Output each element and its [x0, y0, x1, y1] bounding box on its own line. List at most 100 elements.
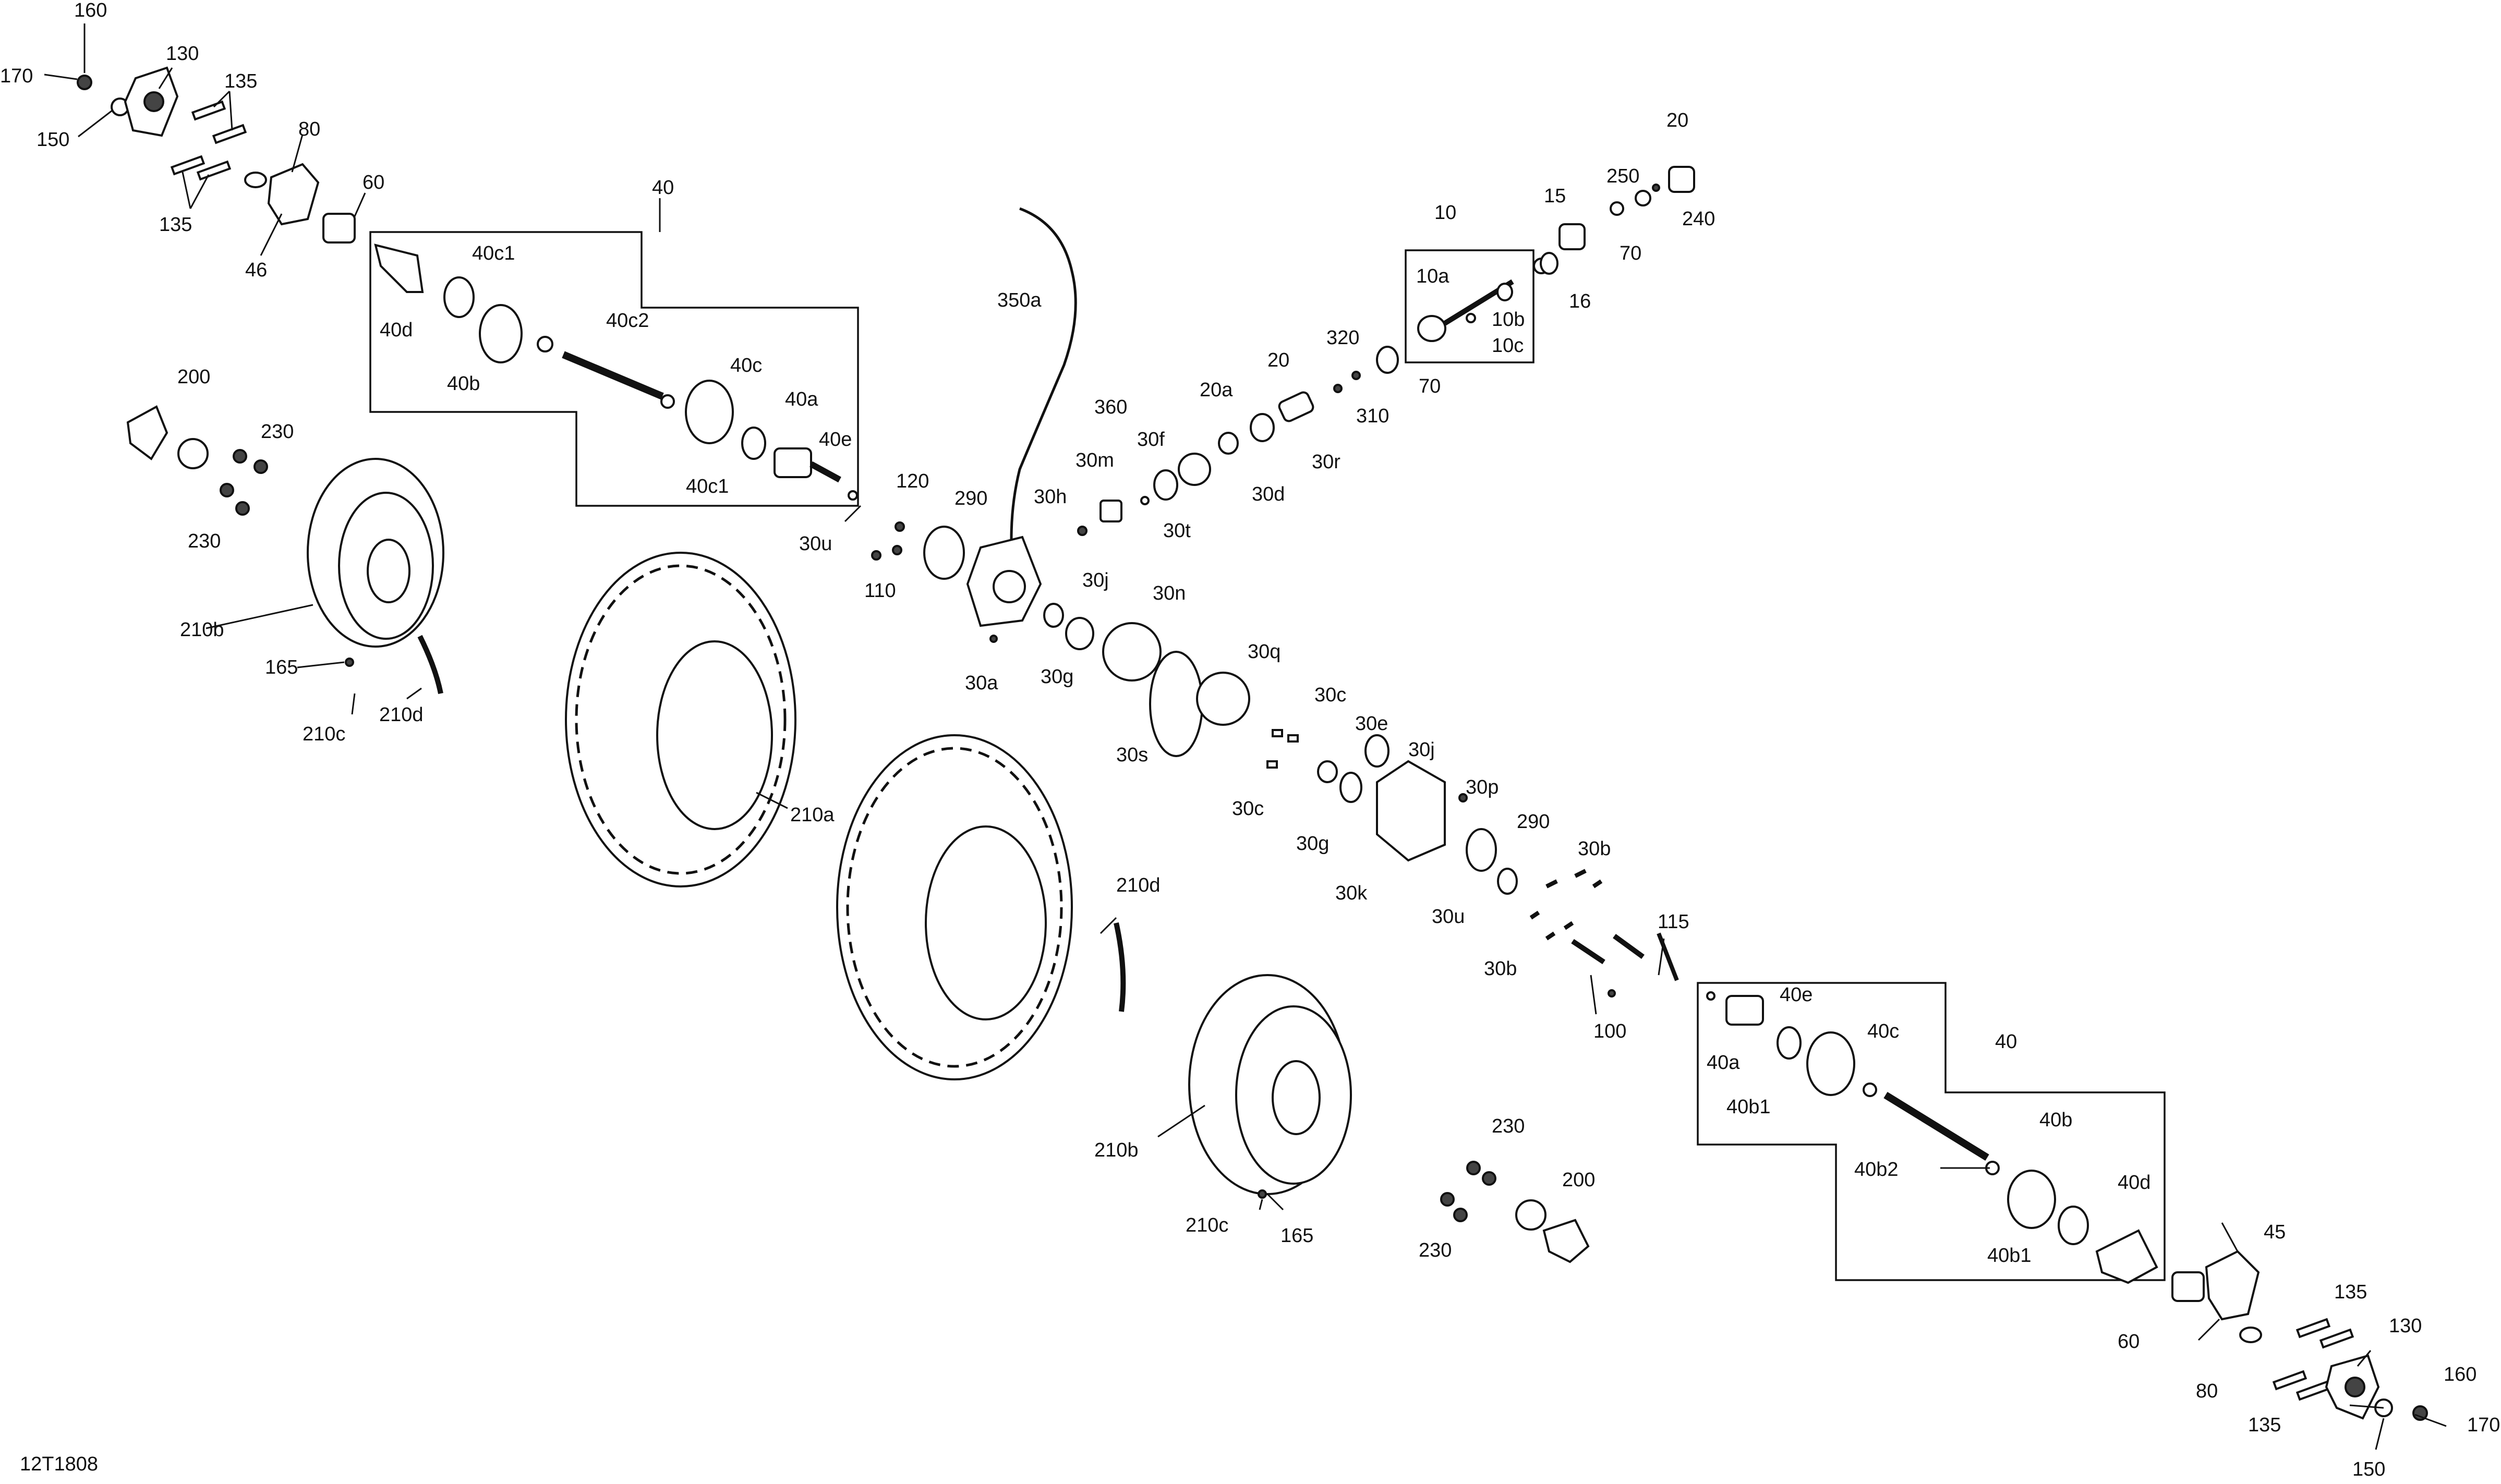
callout-165: 165	[265, 656, 298, 678]
callout-165: 165	[1280, 1225, 1313, 1247]
callout-30b: 30b	[1578, 838, 1611, 860]
callout-30c: 30c	[1314, 684, 1346, 706]
callout-310: 310	[1356, 405, 1389, 427]
bearing-kit-parts	[1417, 166, 1695, 342]
driveshaft-kit-box-top	[369, 231, 859, 507]
callout-150: 150	[37, 129, 69, 151]
callout-210b: 210b	[1094, 1139, 1139, 1161]
callout-130: 130	[2389, 1315, 2422, 1337]
callout-40c: 40c	[1867, 1020, 1899, 1042]
driveshaft-parts-bottom	[1706, 991, 2158, 1284]
callout-210d: 210d	[1116, 874, 1161, 896]
callout-160: 160	[2444, 1364, 2476, 1385]
callout-30u: 30u	[799, 533, 832, 555]
callout-30m: 30m	[1076, 449, 1114, 471]
callout-40b: 40b	[447, 373, 480, 395]
callout-150: 150	[2352, 1458, 2385, 1480]
callout-210a: 210a	[790, 804, 835, 826]
callout-240: 240	[1682, 208, 1715, 230]
callout-80: 80	[2196, 1380, 2218, 1402]
callout-10: 10	[1434, 202, 1456, 224]
callout-230: 230	[188, 530, 221, 552]
callout-30g: 30g	[1296, 833, 1329, 855]
callout-160: 160	[74, 0, 107, 21]
hub-group-bottom-right	[2171, 1250, 2428, 1421]
callout-40e: 40e	[819, 429, 852, 451]
callout-250: 250	[1606, 165, 1639, 187]
callout-70: 70	[1620, 242, 1641, 264]
callout-46: 46	[245, 259, 267, 281]
callout-30b: 30b	[1484, 958, 1517, 980]
callout-30d: 30d	[1252, 483, 1285, 505]
callout-20: 20	[1267, 349, 1289, 371]
callout-40c: 40c	[730, 355, 762, 376]
callout-100: 100	[1593, 1020, 1626, 1042]
callout-30s: 30s	[1116, 744, 1148, 766]
callout-40b: 40b	[2039, 1109, 2072, 1131]
leader-lines	[44, 23, 2447, 1450]
callout-135: 135	[2334, 1281, 2367, 1303]
callout-30r: 30r	[1312, 451, 1340, 473]
callout-60: 60	[363, 172, 384, 193]
callout-230: 230	[261, 421, 294, 443]
callout-30a: 30a	[965, 672, 998, 694]
wheel-right	[1188, 974, 1590, 1263]
callout-210c: 210c	[303, 723, 345, 745]
callout-230: 230	[1419, 1239, 1452, 1261]
callout-16: 16	[1569, 290, 1591, 312]
callout-40e: 40e	[1780, 984, 1813, 1006]
callout-290: 290	[1517, 811, 1550, 833]
callout-30q: 30q	[1248, 641, 1280, 663]
callout-10c: 10c	[1492, 335, 1524, 357]
callout-135: 135	[224, 70, 257, 92]
differential-assembly	[871, 207, 1679, 998]
callout-200: 200	[177, 366, 210, 388]
callout-30u: 30u	[1432, 906, 1465, 928]
callout-30e: 30e	[1355, 713, 1388, 735]
tire-upper	[565, 552, 796, 887]
callout-30c: 30c	[1232, 798, 1264, 820]
callout-40d: 40d	[380, 319, 413, 341]
callout-350a: 350a	[997, 289, 1042, 311]
callout-40a: 40a	[785, 388, 818, 410]
callout-30t: 30t	[1163, 520, 1191, 542]
hub-group-top-left	[77, 66, 356, 244]
callout-170: 170	[2467, 1414, 2500, 1436]
callout-210c: 210c	[1186, 1214, 1228, 1236]
callout-10a: 10a	[1416, 265, 1449, 287]
callout-40c2: 40c2	[606, 310, 649, 332]
callout-30h: 30h	[1034, 486, 1067, 508]
callout-40b1: 40b1	[1987, 1245, 2032, 1267]
callout-30n: 30n	[1153, 582, 1186, 604]
callout-135: 135	[159, 214, 192, 236]
callout-210d: 210d	[379, 704, 424, 726]
figure-reference: 12T1808	[20, 1453, 98, 1475]
callout-40: 40	[1995, 1031, 2017, 1053]
callout-40d: 40d	[2118, 1172, 2150, 1194]
callout-20a: 20a	[1200, 379, 1233, 401]
callout-30p: 30p	[1466, 776, 1499, 798]
callout-30j: 30j	[1408, 739, 1435, 761]
callout-45: 45	[2264, 1221, 2286, 1243]
callout-320: 320	[1326, 327, 1359, 349]
callout-60: 60	[2118, 1331, 2140, 1353]
callout-115: 115	[1658, 911, 1689, 933]
callout-170: 170	[0, 65, 33, 87]
callout-30g: 30g	[1041, 666, 1073, 688]
callout-200: 200	[1562, 1169, 1595, 1191]
callout-120: 120	[896, 470, 929, 492]
tire-lower	[836, 734, 1126, 1080]
driveshaft-kit-box-bottom	[1697, 982, 2166, 1281]
callout-230: 230	[1492, 1115, 1525, 1137]
callout-30k: 30k	[1335, 882, 1368, 904]
callout-110: 110	[864, 580, 896, 602]
brake-and-wheel-left	[126, 405, 444, 694]
callout-20: 20	[1666, 110, 1688, 131]
driveshaft-parts-top	[374, 244, 858, 501]
callout-30f: 30f	[1137, 429, 1165, 451]
callout-15: 15	[1544, 185, 1566, 207]
callout-130: 130	[166, 43, 199, 65]
callout-210b: 210b	[180, 619, 224, 641]
callout-30j: 30j	[1082, 569, 1109, 591]
